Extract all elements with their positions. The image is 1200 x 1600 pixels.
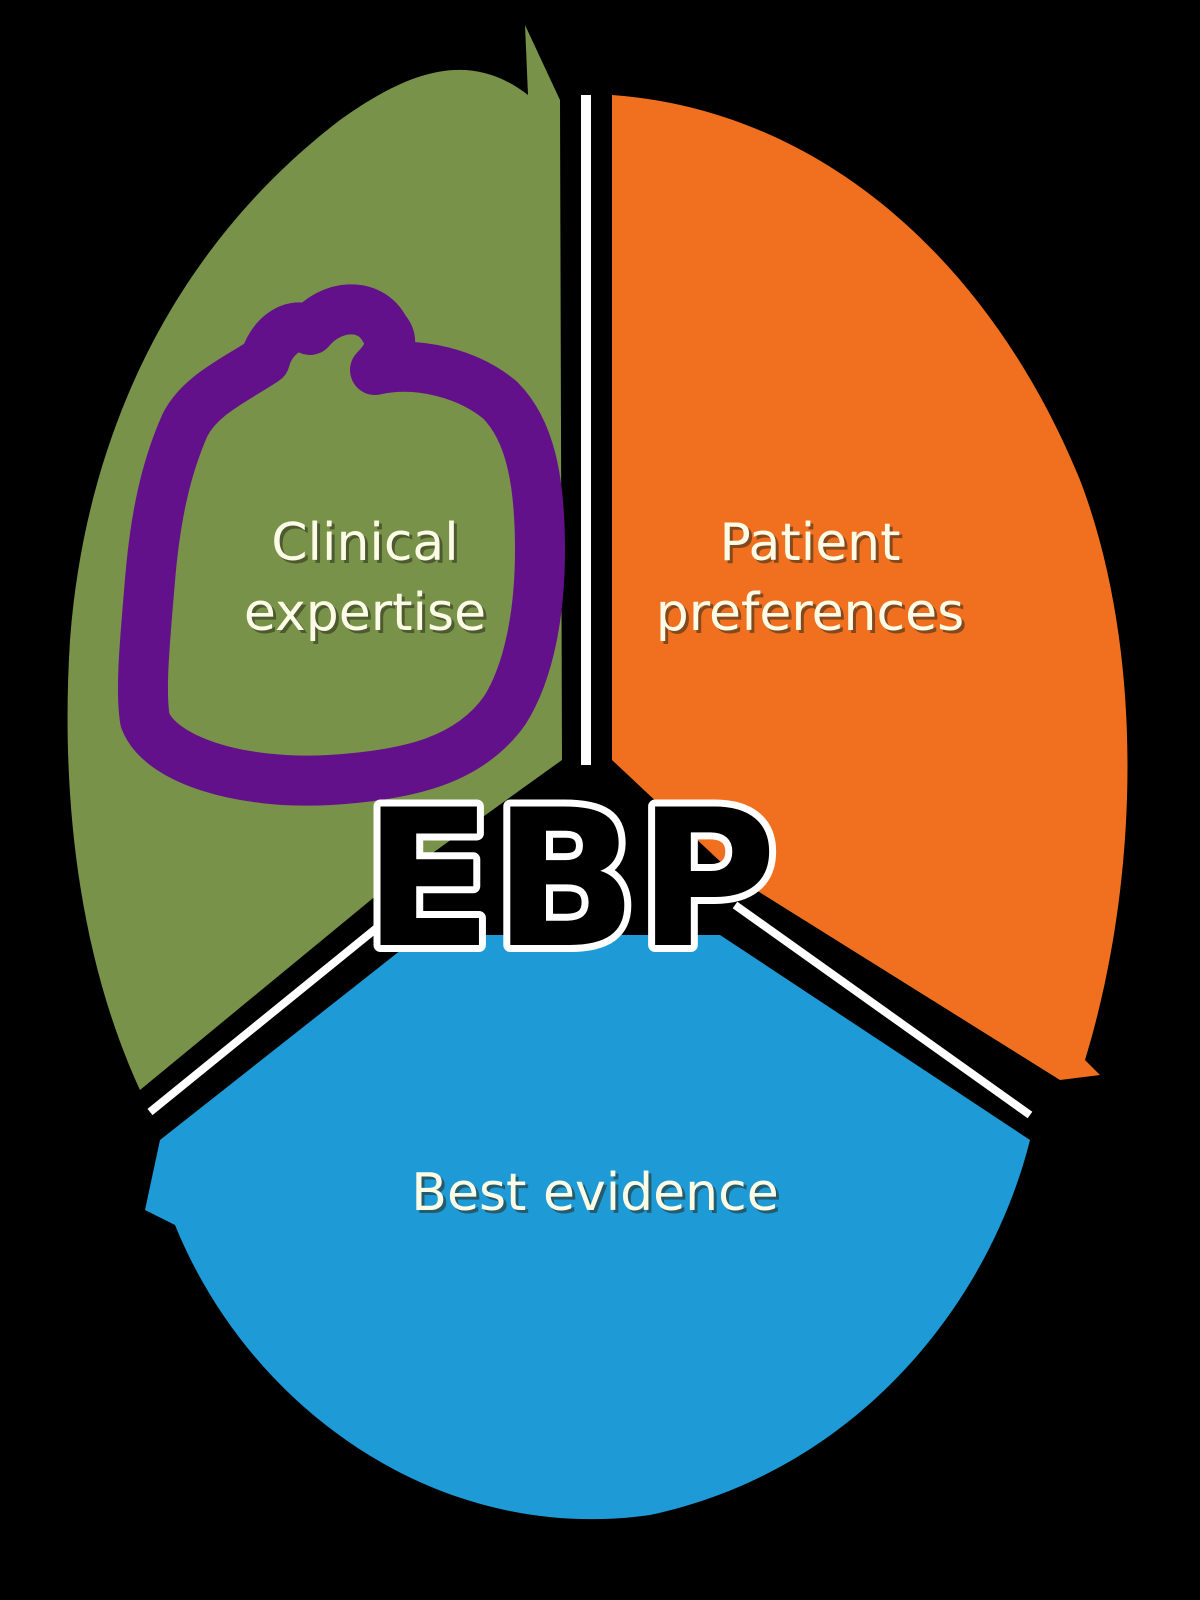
separator-left-lower	[147, 901, 408, 1116]
separator-left-lower-shadow	[132, 890, 408, 1120]
hand-drawn-circle-annotation	[117, 284, 565, 806]
segment-clinical-expertise	[67, 25, 562, 1090]
segment-separators	[132, 95, 1053, 1121]
label-patient-line1-shadow: Patient	[722, 516, 903, 576]
label-patient-line2: preferences	[656, 583, 964, 643]
segment-patient-preferences	[612, 95, 1128, 1080]
center-label-ebp: EBP	[363, 769, 777, 990]
label-clinical-line1-shadow: Clinical	[274, 516, 462, 576]
label-best-evidence: Best evidence Best evidence	[411, 1163, 781, 1226]
label-evidence: Best evidence	[411, 1163, 778, 1223]
label-patient-line2-shadow: preferences	[659, 586, 967, 646]
separator-right-lower-shadow	[732, 884, 1053, 1121]
label-clinical-line2-shadow: expertise	[247, 586, 489, 646]
separator-right-lower	[732, 901, 1033, 1119]
segment-best-evidence	[145, 935, 1030, 1520]
label-evidence-shadow: Best evidence	[414, 1166, 781, 1226]
label-clinical-line2: expertise	[244, 583, 486, 643]
label-patient-preferences: Patient Patient preferences preferences	[656, 513, 967, 646]
label-clinical-expertise: Clinical Clinical expertise expertise	[244, 513, 489, 646]
label-clinical-line1: Clinical	[271, 513, 459, 573]
label-patient-line1: Patient	[719, 513, 900, 573]
